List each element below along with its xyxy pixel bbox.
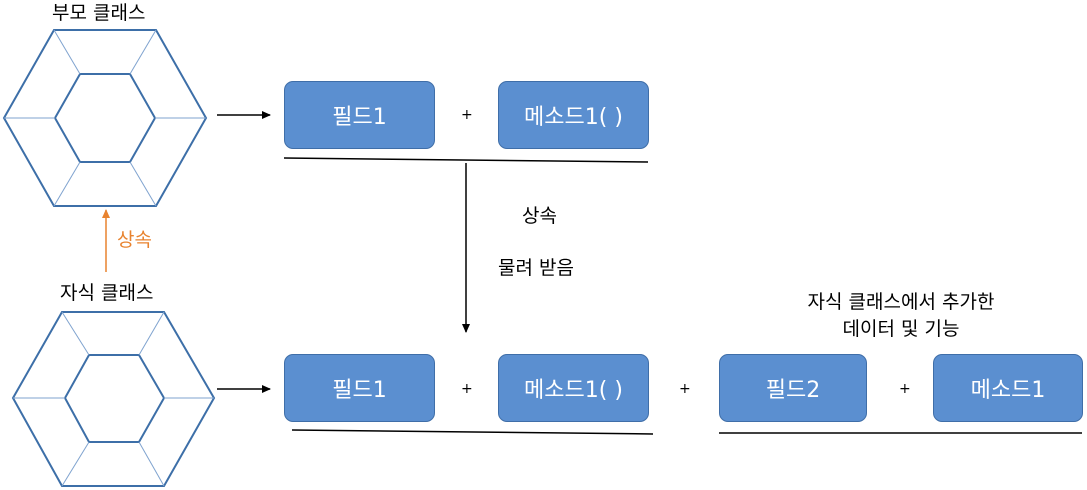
row1-method-box: 메소드1( ) xyxy=(498,81,649,149)
row1-plus: + xyxy=(461,107,473,123)
inherit-note-line1: 상속 xyxy=(522,205,557,227)
inherit-arrow-label: 상속 xyxy=(117,229,152,251)
inherit-note-line2: 물려 받음 xyxy=(498,257,574,279)
row2-plus-3: + xyxy=(899,381,911,397)
row2-field-box: 필드1 xyxy=(284,354,435,422)
row2-plus-2: + xyxy=(679,381,691,397)
row1-underline xyxy=(283,157,649,163)
row2-underline xyxy=(291,429,654,435)
parent-class-title: 부모 클래스 xyxy=(52,2,146,24)
parent-class-hexagon-icon xyxy=(2,29,208,207)
added-note-line1: 자식 클래스에서 추가한 xyxy=(807,291,995,313)
added-note-line2: 데이터 및 기능 xyxy=(842,318,960,340)
row2-plus-1: + xyxy=(461,381,473,397)
row2-added-field-box: 필드2 xyxy=(719,354,867,422)
row1-field-box: 필드1 xyxy=(284,81,435,149)
row2-method-box: 메소드1( ) xyxy=(498,354,649,422)
row2-added-method-box: 메소드1 xyxy=(933,354,1083,422)
child-class-hexagon-icon xyxy=(11,311,216,487)
child-class-title: 자식 클래스 xyxy=(60,282,154,304)
